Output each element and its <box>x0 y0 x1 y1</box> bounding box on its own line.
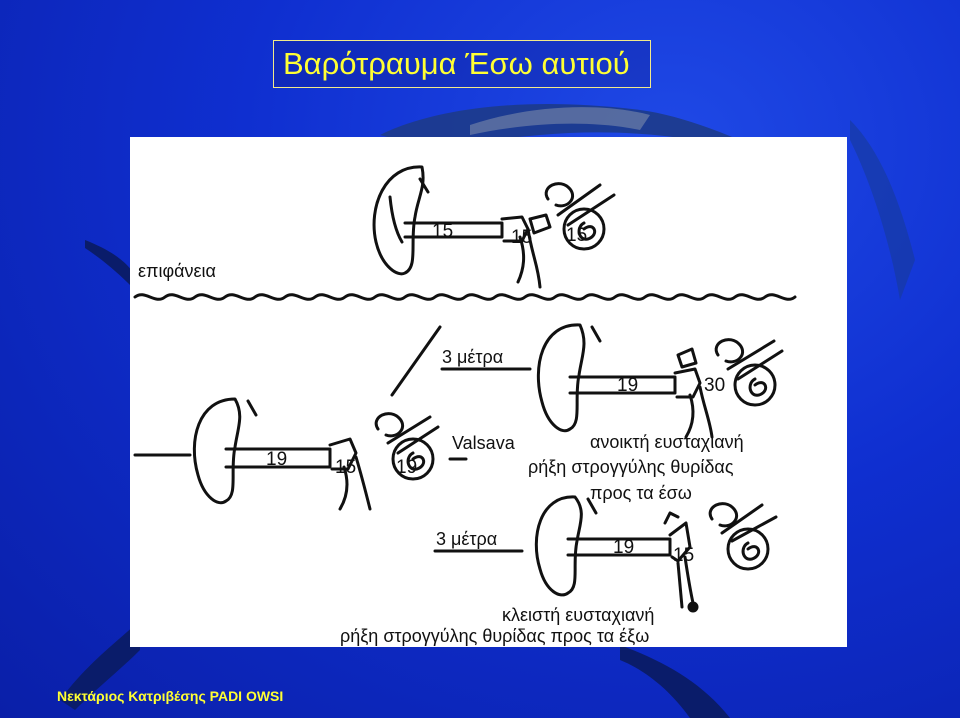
bottom-ear-middle-value: 15 <box>673 545 694 566</box>
open-text-line-3: προς τα έσω <box>590 483 692 503</box>
surface-label: επιφάνεια <box>138 261 216 281</box>
right-ear-outer-value: 19 <box>617 375 638 396</box>
left-ear-outer-value: 19 <box>266 449 287 470</box>
bottom-ear-outer-value: 19 <box>613 537 634 558</box>
dolphin-left-fin <box>85 240 135 285</box>
top-ear-middle-value: 15 <box>511 227 532 248</box>
valsalva-label: Valsava <box>452 433 516 453</box>
ear-barotrauma-diagram: 15 15 15 19 30 19 15 19 19 15 επιφάνεια … <box>133 165 797 646</box>
right-depth-label: 3 μέτρα <box>442 347 503 367</box>
dolphin-bottom-left <box>60 620 140 710</box>
ear-bottom <box>433 495 778 613</box>
right-ear-inner-value: 30 <box>704 375 725 396</box>
dolphin-right-edge <box>850 120 915 300</box>
diagram-panel: 15 15 15 19 30 19 15 19 19 15 επιφάνεια … <box>130 137 847 647</box>
ear-right <box>536 323 784 439</box>
closed-text-line-2: ρήξη στρογγύλης θυρίδας προς τα έξω <box>340 626 649 646</box>
top-ear-inner-value: 15 <box>566 225 587 246</box>
open-text-line-2: ρήξη στρογγύλης θυρίδας <box>528 457 734 477</box>
ear-top <box>372 165 616 289</box>
top-ear-outer-value: 15 <box>432 221 453 242</box>
dolphin-texture <box>470 107 650 135</box>
slide-footer: Νεκτάριος Κατριβέσης PADI OWSI <box>57 688 284 704</box>
ear-left <box>133 397 468 511</box>
left-ear-inner-value: 19 <box>396 457 417 478</box>
descent-line <box>390 325 442 397</box>
slide-title: Βαρότραυμα Έσω αυτιού <box>283 46 630 81</box>
left-ear-middle-value: 15 <box>335 457 356 478</box>
dolphin-bottom-right <box>620 645 730 718</box>
closed-text-line-1: κλειστή ευσταχιανή <box>502 605 654 625</box>
title-frame <box>273 40 651 88</box>
bottom-depth-label: 3 μέτρα <box>436 529 497 549</box>
open-text-line-1: ανοικτή ευσταχιανή <box>590 432 744 452</box>
water-surface-line <box>133 293 797 301</box>
